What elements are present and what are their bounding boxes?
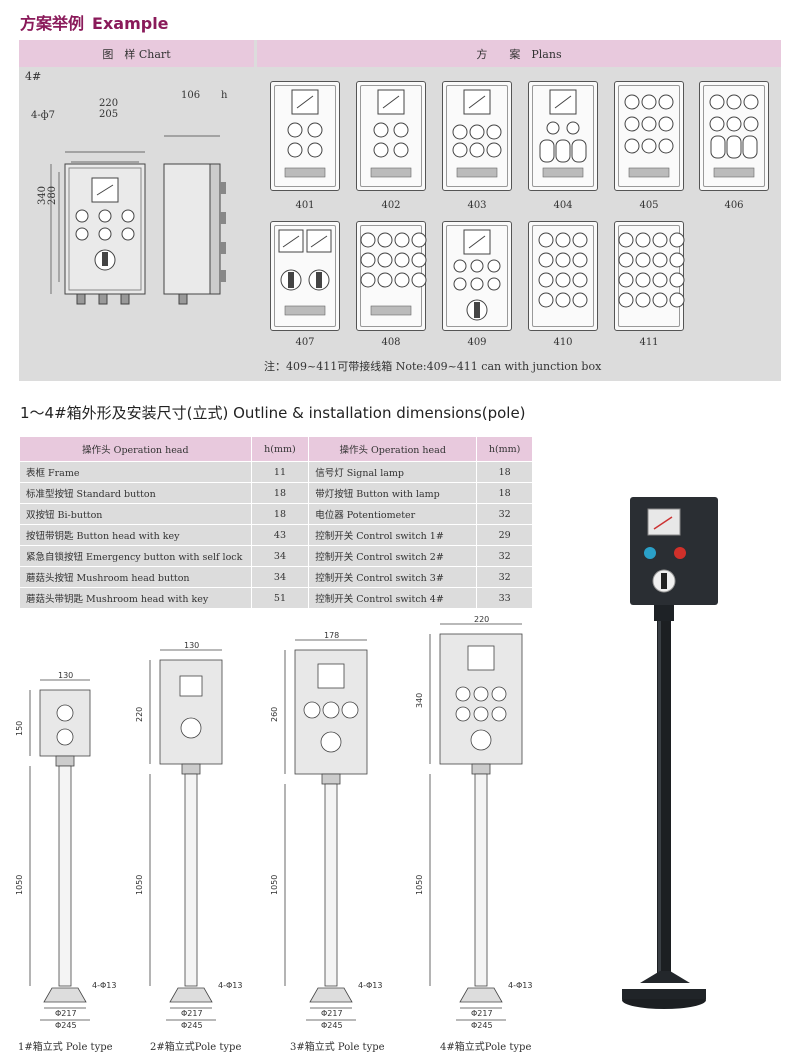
pole4-width: 220 [474, 615, 489, 624]
cell: 电位器 Potentiometer [308, 503, 478, 525]
pole4-d1: Φ217 [471, 1009, 493, 1018]
plan-label-402: 402 [381, 200, 401, 211]
pole-product-photo [622, 497, 718, 1009]
cell: 51 [250, 587, 310, 609]
cell: 18 [250, 503, 310, 525]
cell: 34 [250, 545, 310, 567]
pole3-holes: 4-Φ13 [358, 981, 382, 990]
plan-label-409: 409 [467, 337, 487, 348]
pole3-d1: Φ217 [321, 1009, 343, 1018]
dim-side-h: h [221, 90, 228, 101]
cell: 双按钮 Bi-button [19, 503, 252, 525]
title-zh: 方案举例 [20, 14, 85, 33]
cell: 信号灯 Signal lamp [308, 461, 478, 483]
pole3-length: 1050 [270, 875, 279, 895]
pole3-d2: Φ245 [321, 1021, 343, 1030]
cell: 控制开关 Control switch 2# [308, 545, 478, 567]
pole2-d2: Φ245 [181, 1021, 203, 1030]
pole3-width: 178 [324, 631, 339, 640]
table-header-row: 操作头 Operation head h(mm) 操作头 Operation h… [19, 436, 533, 462]
cell: 32 [476, 503, 533, 525]
plan-label-406: 406 [724, 200, 744, 211]
plan-label-404: 404 [553, 200, 573, 211]
pole1-height: 150 [15, 721, 24, 736]
operation-head-table: 操作头 Operation head h(mm) 操作头 Operation h… [19, 436, 533, 609]
pole4-height: 340 [415, 693, 424, 708]
cell: 控制开关 Control switch 1# [308, 524, 478, 546]
cell: 标准型按钮 Standard button [19, 482, 252, 504]
plan-label-403: 403 [467, 200, 487, 211]
cell: 18 [476, 461, 533, 483]
cell: 43 [250, 524, 310, 546]
col-h-mm: h(mm) [250, 436, 310, 462]
cell: 按钮带钥匙 Button head with key [19, 524, 252, 546]
pole4-caption: 4#箱立式Pole type [440, 1042, 532, 1053]
box-technical-drawing [50, 135, 226, 305]
cell: 18 [250, 482, 310, 504]
dim-depth: 106 [181, 90, 201, 101]
pole2-d1: Φ217 [181, 1009, 203, 1018]
plan-components [278, 89, 759, 321]
pole1-d1: Φ217 [55, 1009, 77, 1018]
dim-w-outer: 220 [99, 98, 119, 109]
dim-hole: 4-ф7 [31, 110, 55, 121]
cell: 11 [250, 461, 310, 483]
col-h-mm-2: h(mm) [476, 436, 533, 462]
cell: 34 [250, 566, 310, 588]
cell: 蘑菇头带钥匙 Mushroom head with key [19, 587, 252, 609]
pole1-d2: Φ245 [55, 1021, 77, 1030]
cell: 29 [476, 524, 533, 546]
page-title: 方案举例 Example [20, 10, 169, 34]
plan-label-411: 411 [639, 337, 659, 348]
cell: 带灯按钮 Button with lamp [308, 482, 478, 504]
pole-drawings: 130 150 1050 4-Φ13 Φ217 Φ245 130 220 105… [15, 615, 532, 1030]
pole1-caption: 1#箱立式 Pole type [18, 1042, 113, 1053]
pole2-caption: 2#箱立式Pole type [150, 1042, 242, 1053]
plans-header: 方 案 Plans [257, 40, 781, 67]
cell: 32 [476, 545, 533, 567]
pole4-length: 1050 [415, 875, 424, 895]
cell: 33 [476, 587, 533, 609]
col-operation-head: 操作头 Operation head [19, 436, 252, 462]
plan-label-407: 407 [295, 337, 315, 348]
cell: 18 [476, 482, 533, 504]
pole4-holes: 4-Φ13 [508, 981, 532, 990]
drawing-label: 4# [25, 70, 42, 83]
plan-label-410: 410 [553, 337, 573, 348]
cell: 控制开关 Control switch 3# [308, 566, 478, 588]
cell: 蘑菇头按钮 Mushroom head button [19, 566, 252, 588]
cell: 控制开关 Control switch 4# [308, 587, 478, 609]
cell: 表框 Frame [19, 461, 252, 483]
plan-label-408: 408 [381, 337, 401, 348]
example-panel: 图 样 Chart 方 案 Plans 4# 4-ф7 220 2 [19, 40, 781, 381]
pole2-holes: 4-Φ13 [218, 981, 242, 990]
pole2-height: 220 [135, 707, 144, 722]
pole1-holes: 4-Φ13 [92, 981, 116, 990]
pole1-width: 130 [58, 671, 73, 680]
pole2-length: 1050 [135, 875, 144, 895]
pole2-width: 130 [184, 641, 199, 650]
dim-w-inner: 205 [99, 109, 119, 120]
col-operation-head-2: 操作头 Operation head [308, 436, 478, 462]
plan-label-405: 405 [639, 200, 659, 211]
plan-label-401: 401 [295, 200, 315, 211]
section-title: 1～4#箱外形及安装尺寸(立式) Outline & installation … [20, 404, 526, 422]
junction-box-note: 注：409~411可带接线箱 Note:409~411 can with jun… [264, 360, 602, 373]
pole3-caption: 3#箱立式 Pole type [290, 1042, 385, 1053]
chart-header: 图 样 Chart [19, 40, 254, 67]
pole1-length: 1050 [15, 875, 24, 895]
pole4-d2: Φ245 [471, 1021, 493, 1030]
cell: 紧急自锁按钮 Emergency button with self lock [19, 545, 252, 567]
title-en: Example [92, 14, 169, 33]
pole3-height: 260 [270, 707, 279, 722]
cell: 32 [476, 566, 533, 588]
